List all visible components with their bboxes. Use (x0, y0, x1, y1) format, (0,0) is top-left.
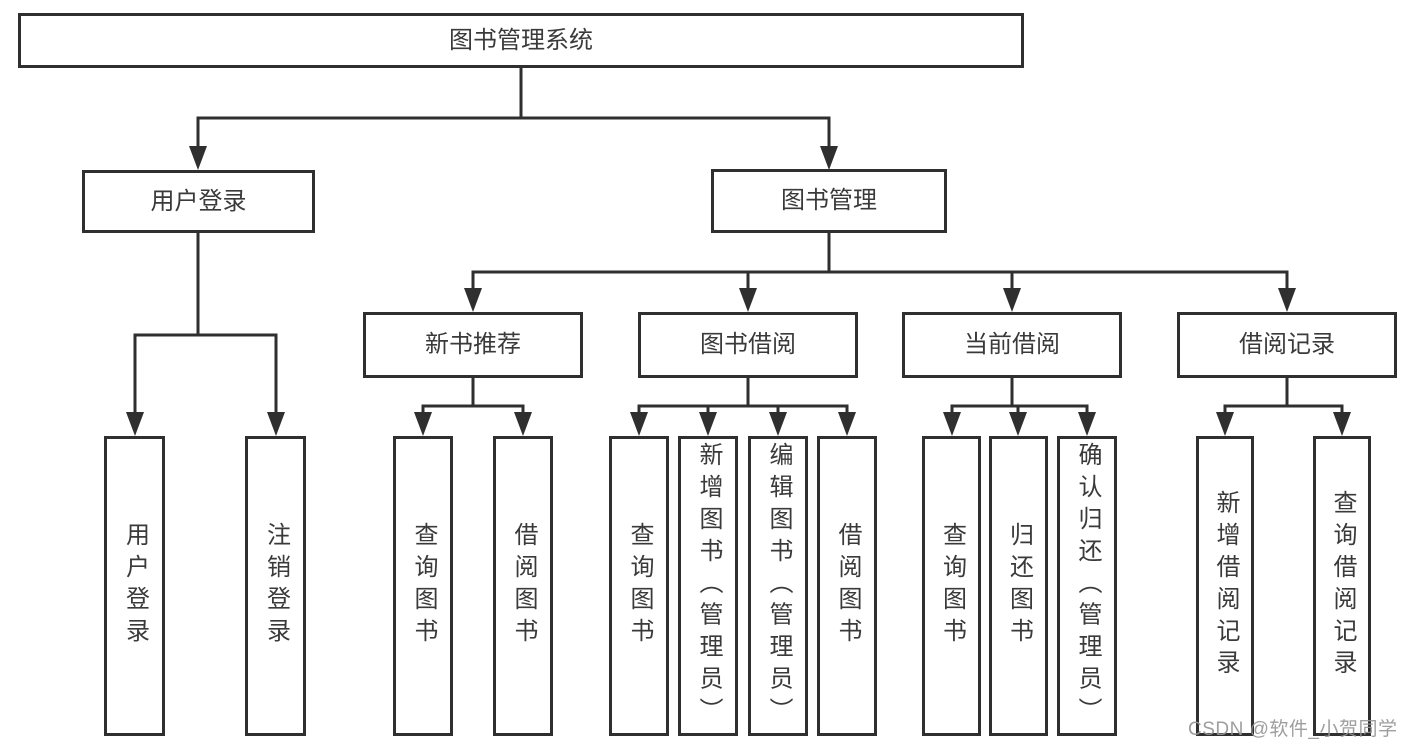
node-book-borrow: 图书借阅 (638, 312, 858, 378)
node-label: 用户登录 (121, 522, 149, 650)
node-query-borrow-record: 查询借阅记录 (1313, 436, 1371, 736)
node-current-borrow: 当前借阅 (902, 312, 1122, 378)
node-label: 编辑图书（管理员） (765, 442, 792, 730)
node-query-books-recommend: 查询图书 (393, 436, 453, 736)
node-label: 确认归还（管理员） (1074, 442, 1101, 730)
node-label: 查询借阅记录 (1329, 490, 1356, 682)
node-return-book: 归还图书 (989, 436, 1048, 736)
node-label: 当前借阅 (964, 331, 1060, 358)
node-new-book-recommend: 新书推荐 (363, 312, 583, 378)
node-label: 图书管理 (781, 187, 877, 214)
node-borrow-books-recommend: 借阅图书 (493, 436, 553, 736)
node-label: 借阅记录 (1239, 331, 1335, 358)
node-add-borrow-record: 新增借阅记录 (1196, 436, 1254, 736)
node-add-book-admin: 新增图书（管理员） (678, 436, 738, 736)
node-label: 图书借阅 (700, 331, 796, 358)
node-query-books-borrow: 查询图书 (609, 436, 669, 736)
node-label: 查询图书 (626, 522, 653, 650)
node-edit-book-admin: 编辑图书（管理员） (748, 436, 808, 736)
node-borrow-records: 借阅记录 (1177, 312, 1397, 378)
node-label: 新书推荐 (425, 331, 521, 358)
node-label: 归还图书 (1005, 522, 1033, 650)
node-book-management-branch: 图书管理 (711, 169, 947, 233)
node-query-books-current: 查询图书 (922, 436, 981, 736)
node-label: 查询图书 (410, 522, 437, 650)
node-library-management-system: 图书管理系统 (18, 13, 1024, 68)
node-label: 新增借阅记录 (1212, 490, 1239, 682)
node-label: 新增图书（管理员） (695, 442, 722, 730)
node-logout: 注销登录 (245, 436, 306, 736)
node-user-login-branch: 用户登录 (82, 170, 315, 233)
node-label: 借阅图书 (510, 522, 537, 650)
node-label: 图书管理系统 (449, 26, 593, 54)
node-label: 用户登录 (150, 187, 247, 215)
csdn-watermark: CSDN @软件_小贺同学 (1188, 719, 1398, 740)
node-user-login: 用户登录 (104, 436, 165, 736)
node-confirm-return-admin: 确认归还（管理员） (1057, 436, 1117, 736)
node-borrow-books: 借阅图书 (817, 436, 877, 736)
node-label: 查询图书 (938, 522, 966, 650)
node-label: 借阅图书 (834, 522, 861, 650)
node-label: 注销登录 (262, 522, 290, 650)
